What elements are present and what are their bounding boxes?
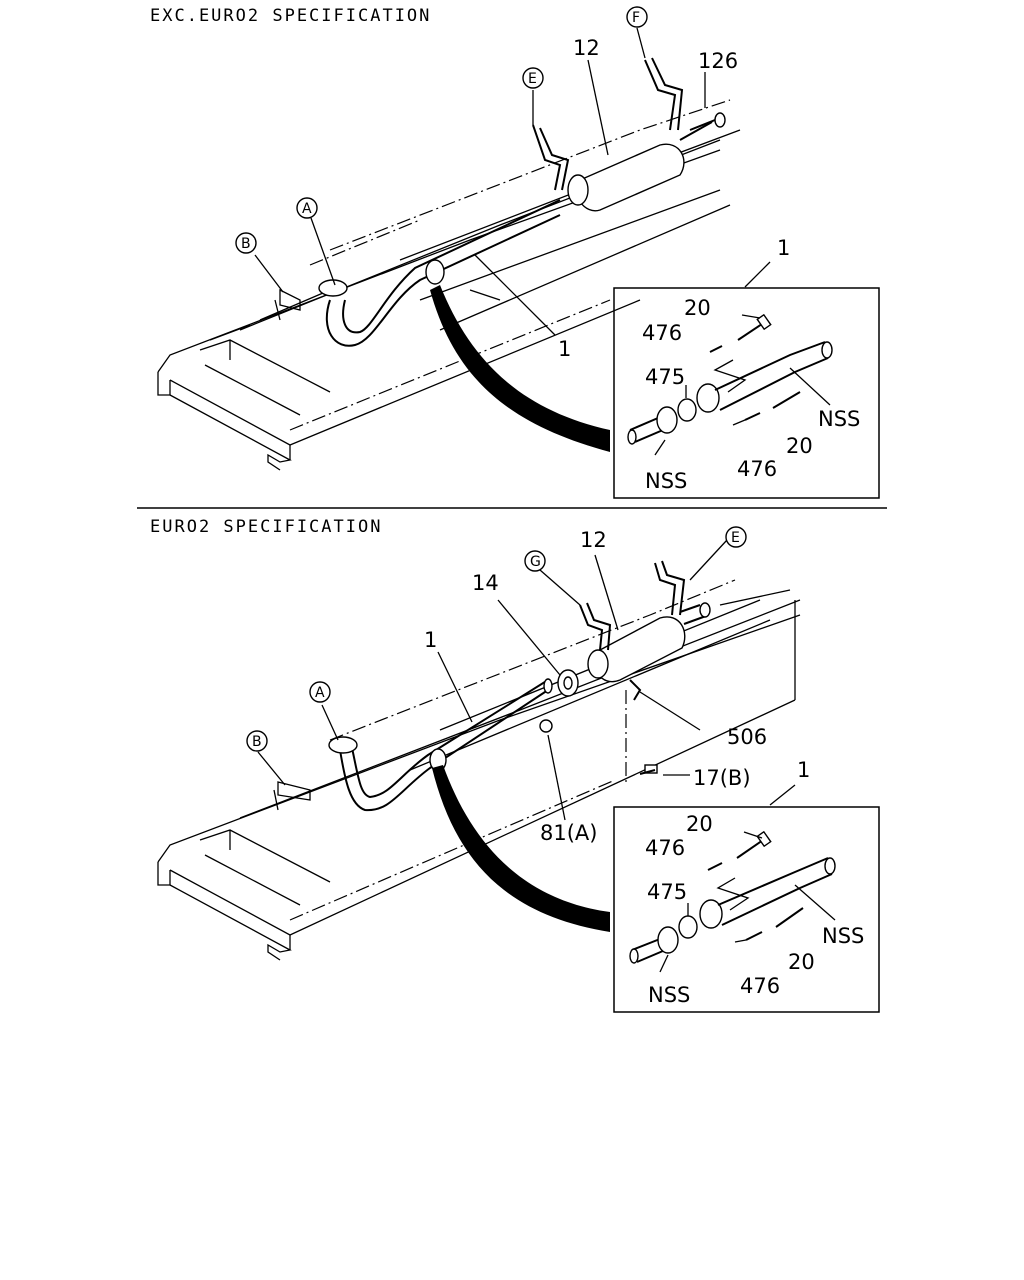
callout-81a: 81(A) — [540, 821, 597, 845]
svg-text:B: B — [252, 734, 262, 750]
detail-475: 475 — [645, 365, 685, 389]
circle-e-icon: E — [725, 526, 747, 548]
detail-476: 476 — [642, 321, 682, 345]
svg-text:B: B — [241, 236, 251, 252]
bottom-circle-labels: G E A B — [246, 526, 747, 752]
circle-a-icon: A — [296, 197, 318, 219]
svg-text:F: F — [632, 10, 640, 26]
svg-text:E: E — [731, 530, 740, 546]
callout-1-detail: 1 — [797, 758, 810, 782]
bottom-detail-box — [613, 806, 880, 1013]
detail-476-lower: 476 — [740, 974, 780, 998]
callout-126: 126 — [698, 49, 738, 73]
circle-b-icon: B — [235, 232, 257, 254]
circle-a-icon: A — [309, 681, 331, 703]
detail-nss-left: NSS — [645, 469, 687, 493]
bottom-leaders — [257, 539, 796, 821]
detail-475: 475 — [647, 880, 687, 904]
detail-nss-left: NSS — [648, 983, 690, 1007]
circle-f-icon: F — [626, 6, 648, 28]
detail-476-lower: 476 — [737, 457, 777, 481]
svg-text:E: E — [528, 71, 537, 87]
top-leaders — [254, 27, 771, 336]
detail-20: 20 — [686, 812, 713, 836]
detail-476: 476 — [645, 836, 685, 860]
callout-1: 1 — [558, 337, 571, 361]
bottom-detail-labels: 20 476 475 NSS 20 476 NSS — [645, 812, 864, 1007]
bottom-section-title: EURO2 SPECIFICATION — [150, 517, 383, 537]
detail-nss-right: NSS — [822, 924, 864, 948]
callout-14: 14 — [472, 571, 499, 595]
top-circle-labels: F E A B — [235, 6, 648, 254]
top-section-title: EXC.EURO2 SPECIFICATION — [150, 6, 432, 26]
top-detail-labels: 20 476 475 NSS 20 476 NSS — [642, 296, 860, 493]
callout-17b: 17(B) — [693, 766, 751, 790]
detail-nss-right: NSS — [818, 407, 860, 431]
bottom-callout-numbers: 12 14 1 506 17(B) 81(A) 1 — [424, 528, 810, 845]
detail-20: 20 — [684, 296, 711, 320]
svg-text:A: A — [302, 201, 312, 217]
callout-506: 506 — [727, 725, 767, 749]
callout-1: 1 — [424, 628, 437, 652]
circle-b-icon: B — [246, 730, 268, 752]
detail-20-lower: 20 — [788, 950, 815, 974]
callout-12: 12 — [580, 528, 607, 552]
circle-e-icon: E — [522, 67, 544, 89]
top-frame — [157, 57, 741, 471]
detail-20-lower: 20 — [786, 434, 813, 458]
callout-1-detail: 1 — [777, 236, 790, 260]
bottom-frame — [157, 560, 801, 961]
svg-text:G: G — [530, 554, 541, 570]
top-callout-numbers: 12 126 1 1 — [558, 36, 790, 361]
callout-12: 12 — [573, 36, 600, 60]
circle-g-icon: G — [524, 550, 546, 572]
svg-text:A: A — [315, 685, 325, 701]
top-detail-box — [613, 287, 880, 499]
